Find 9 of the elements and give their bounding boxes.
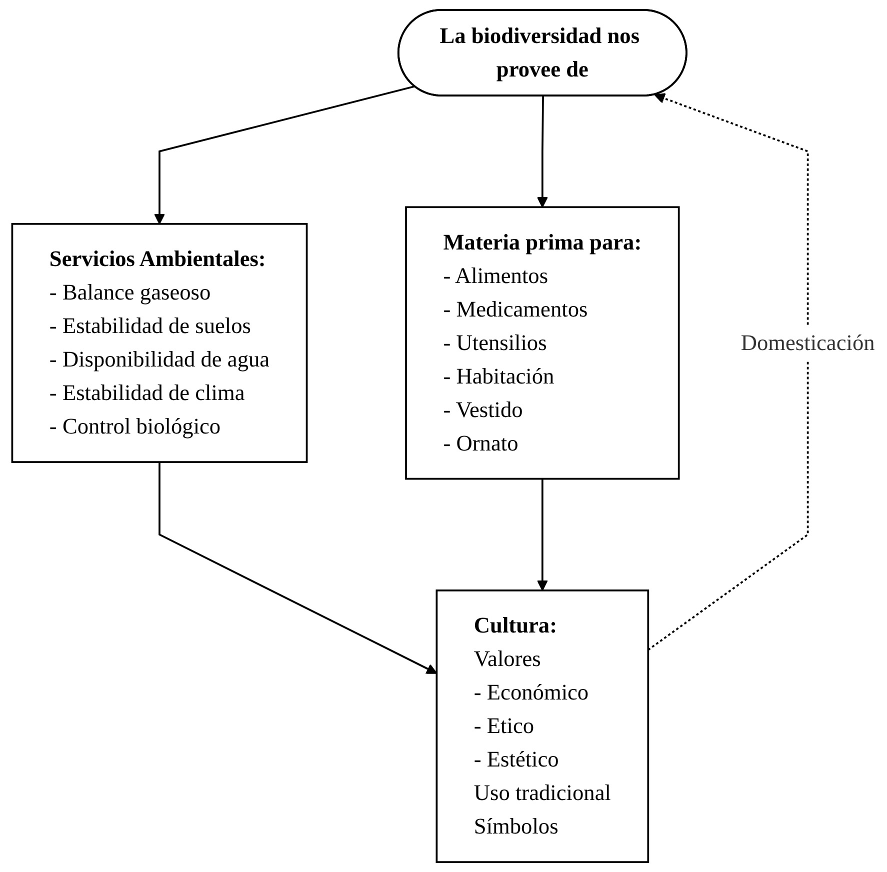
arrow xyxy=(536,478,548,591)
node-box: Servicios Ambientales: - Balance gaseoso - Estabilidad de suelos - Disponibilidad de agua - Estabilidad de clima - Control biológico xyxy=(11,222,308,463)
node-box: Cultura: Valores - Económico - Etico - Estético Uso tradicional Símbolos xyxy=(436,590,650,863)
edge-label: Domesticación xyxy=(740,330,875,355)
arrow xyxy=(154,86,415,224)
arrow xyxy=(158,462,438,674)
arrow xyxy=(536,96,548,208)
node-box: Materia prima para: - Alimentos - Medicamentos - Utensilios - Habitación - Vestido - Ornato xyxy=(405,206,680,480)
arrow xyxy=(648,93,809,651)
